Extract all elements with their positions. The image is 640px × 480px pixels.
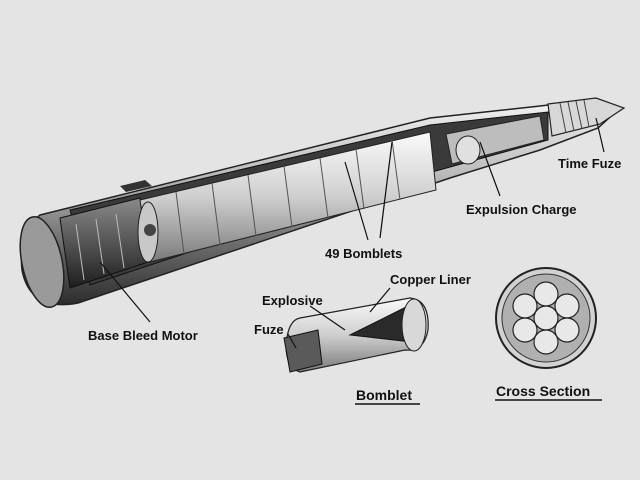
bomblet-divisions	[175, 139, 401, 255]
section-bomblet	[533, 305, 559, 331]
base-end	[19, 216, 65, 308]
leader-lines	[99, 117, 605, 349]
title-cross-section: Cross Section	[496, 383, 590, 399]
leader-fuze	[287, 333, 297, 349]
leader-copper	[369, 287, 391, 313]
section-bomblet	[554, 293, 580, 319]
bomblet-detail	[283, 297, 429, 373]
expulsion-canister	[455, 135, 481, 165]
rotating-band	[120, 180, 152, 192]
label-time-fuze: Time Fuze	[558, 156, 621, 171]
section-bomblet	[554, 317, 580, 343]
bomblet-fuze-part	[283, 329, 323, 373]
bomblet-open-end	[401, 298, 427, 352]
leader-bomblets-b	[379, 141, 393, 239]
section-bomblet	[512, 293, 538, 319]
stack-end-hub	[144, 224, 156, 236]
leader-bomblets-a	[344, 161, 369, 241]
label-base-bleed-motor: Base Bleed Motor	[88, 328, 198, 343]
label-explosive: Explosive	[262, 293, 323, 308]
time-fuze-part	[547, 97, 626, 137]
cross-section-bomblets	[512, 281, 580, 355]
section-bomblet	[512, 317, 538, 343]
cross-section-detail	[495, 267, 597, 369]
leader-time-fuze	[595, 117, 605, 153]
leader-base-bleed	[99, 261, 151, 323]
fuze-rings	[559, 99, 590, 134]
label-copper-liner: Copper Liner	[390, 272, 471, 287]
label-expulsion-charge: Expulsion Charge	[466, 202, 577, 217]
label-fuze: Fuze	[254, 322, 284, 337]
leader-expulsion	[479, 141, 501, 197]
projectile	[19, 97, 626, 308]
section-bomblet	[533, 329, 559, 355]
label-bomblets: 49 Bomblets	[325, 246, 402, 261]
section-bomblet	[533, 281, 559, 307]
leader-explosive	[309, 305, 346, 331]
title-bomblet: Bomblet	[356, 387, 412, 403]
